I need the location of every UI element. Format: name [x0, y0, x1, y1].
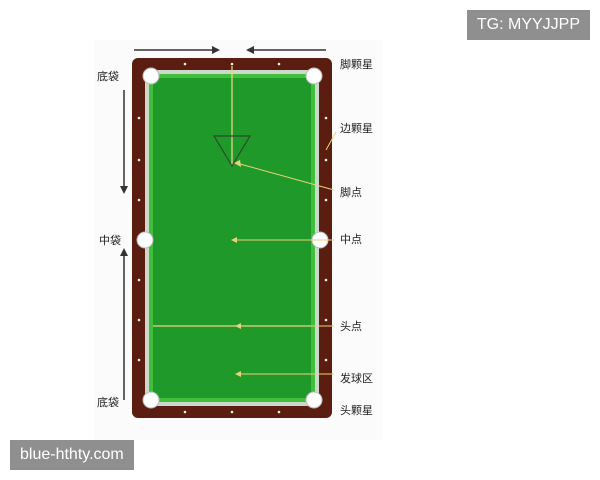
- pocket-bottom-right: [305, 391, 323, 409]
- direction-arrows-left: [120, 90, 128, 400]
- diamond-sight: [230, 62, 234, 66]
- pointer-foot-spot: [239, 163, 335, 191]
- diamond-sight: [137, 318, 141, 322]
- pocket-top-left: [142, 67, 160, 85]
- diamond-sight: [183, 410, 187, 414]
- diamond-sight: [137, 116, 141, 120]
- diamond-sight: [324, 198, 328, 202]
- diamond-sight: [324, 318, 328, 322]
- diamond-sight: [324, 358, 328, 362]
- label-center-spot: 中点: [340, 233, 362, 246]
- diamond-sight: [324, 116, 328, 120]
- pointer-side-rail: [325, 131, 337, 151]
- diamond-sight: [324, 278, 328, 282]
- label-pocket-middle-left: 中袋: [99, 233, 121, 247]
- diamond-sight: [230, 410, 234, 414]
- label-pocket-top-left: 底袋: [97, 69, 119, 83]
- diamond-sights: [137, 62, 328, 414]
- label-foot-spot: 脚点: [340, 185, 362, 199]
- label-top-rail: 脚颗星: [340, 57, 373, 71]
- label-pocket-bottom-left: 底袋: [97, 395, 119, 409]
- diamond-sight: [324, 158, 328, 162]
- telegram-watermark: TG: MYYJJPP: [466, 10, 590, 40]
- diamond-sight: [183, 62, 187, 66]
- diamond-sight: [137, 158, 141, 162]
- diamond-sight: [277, 410, 281, 414]
- label-side-rail: 边颗星: [340, 122, 373, 135]
- diamond-sight: [137, 278, 141, 282]
- pocket-middle-left: [136, 231, 154, 249]
- label-bottom-rail: 头颗星: [340, 404, 373, 417]
- site-watermark: blue-hthty.com: [10, 440, 134, 470]
- direction-arrows-top: [134, 46, 326, 54]
- label-kitchen: 发球区: [340, 371, 373, 385]
- pocket-top-right: [305, 67, 323, 85]
- diamond-sight: [137, 198, 141, 202]
- diamond-sight: [137, 358, 141, 362]
- callout-pointers: [231, 131, 337, 377]
- pockets: [136, 67, 329, 409]
- rack-triangle: [212, 135, 252, 168]
- label-head-spot: 头点: [340, 320, 362, 333]
- pocket-bottom-left: [142, 391, 160, 409]
- diamond-sight: [277, 62, 281, 66]
